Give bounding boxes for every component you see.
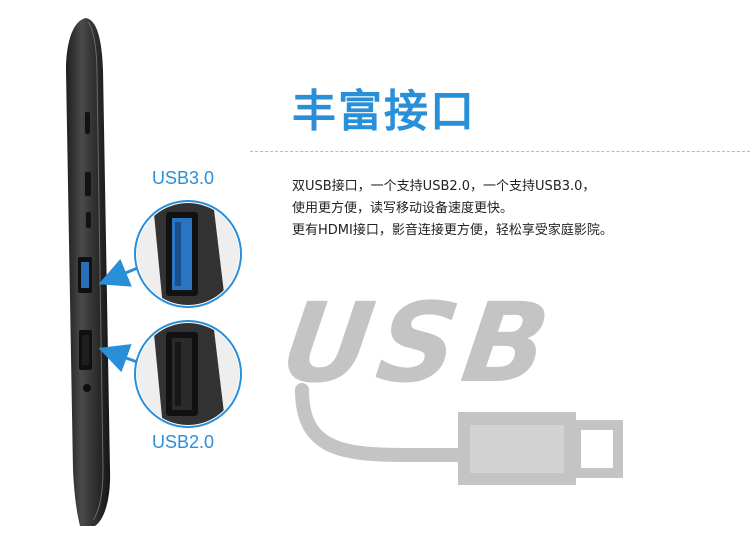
usb-logo-text: USB: [280, 295, 563, 408]
usb2-label: USB2.0: [152, 432, 215, 452]
tablet-side-profile: [66, 18, 111, 526]
usb-cable-icon: [295, 383, 467, 462]
page-title: 丰富接口: [292, 86, 476, 137]
side-port-small-2: [86, 212, 91, 228]
usb3-label: USB3.0: [152, 168, 215, 188]
description-line-2: 使用更方便，读写移动设备速度更快。: [292, 201, 514, 216]
usb-logo: USB: [280, 295, 623, 485]
pointer-arrows: [98, 258, 141, 373]
side-port-hdmi: [85, 172, 91, 196]
side-port-small-1: [85, 112, 90, 134]
arrow-usb2: [98, 344, 141, 373]
description-line-3: 更有HDMI接口，影音连接更方便，轻松享受家庭影院。: [292, 223, 613, 238]
arrow-usb3: [98, 258, 141, 287]
usb3-zoom-circle: [134, 200, 242, 308]
description-line-1: 双USB接口，一个支持USB2.0，一个支持USB3.0，: [292, 179, 596, 194]
usb-plug-body-icon: [458, 412, 576, 485]
feature-description: 双USB接口，一个支持USB2.0，一个支持USB3.0， 使用更方便，读写移动…: [292, 176, 732, 242]
side-audio-jack: [83, 384, 91, 392]
usb2-zoom-circle: [134, 320, 242, 428]
dashed-divider: [250, 151, 750, 152]
